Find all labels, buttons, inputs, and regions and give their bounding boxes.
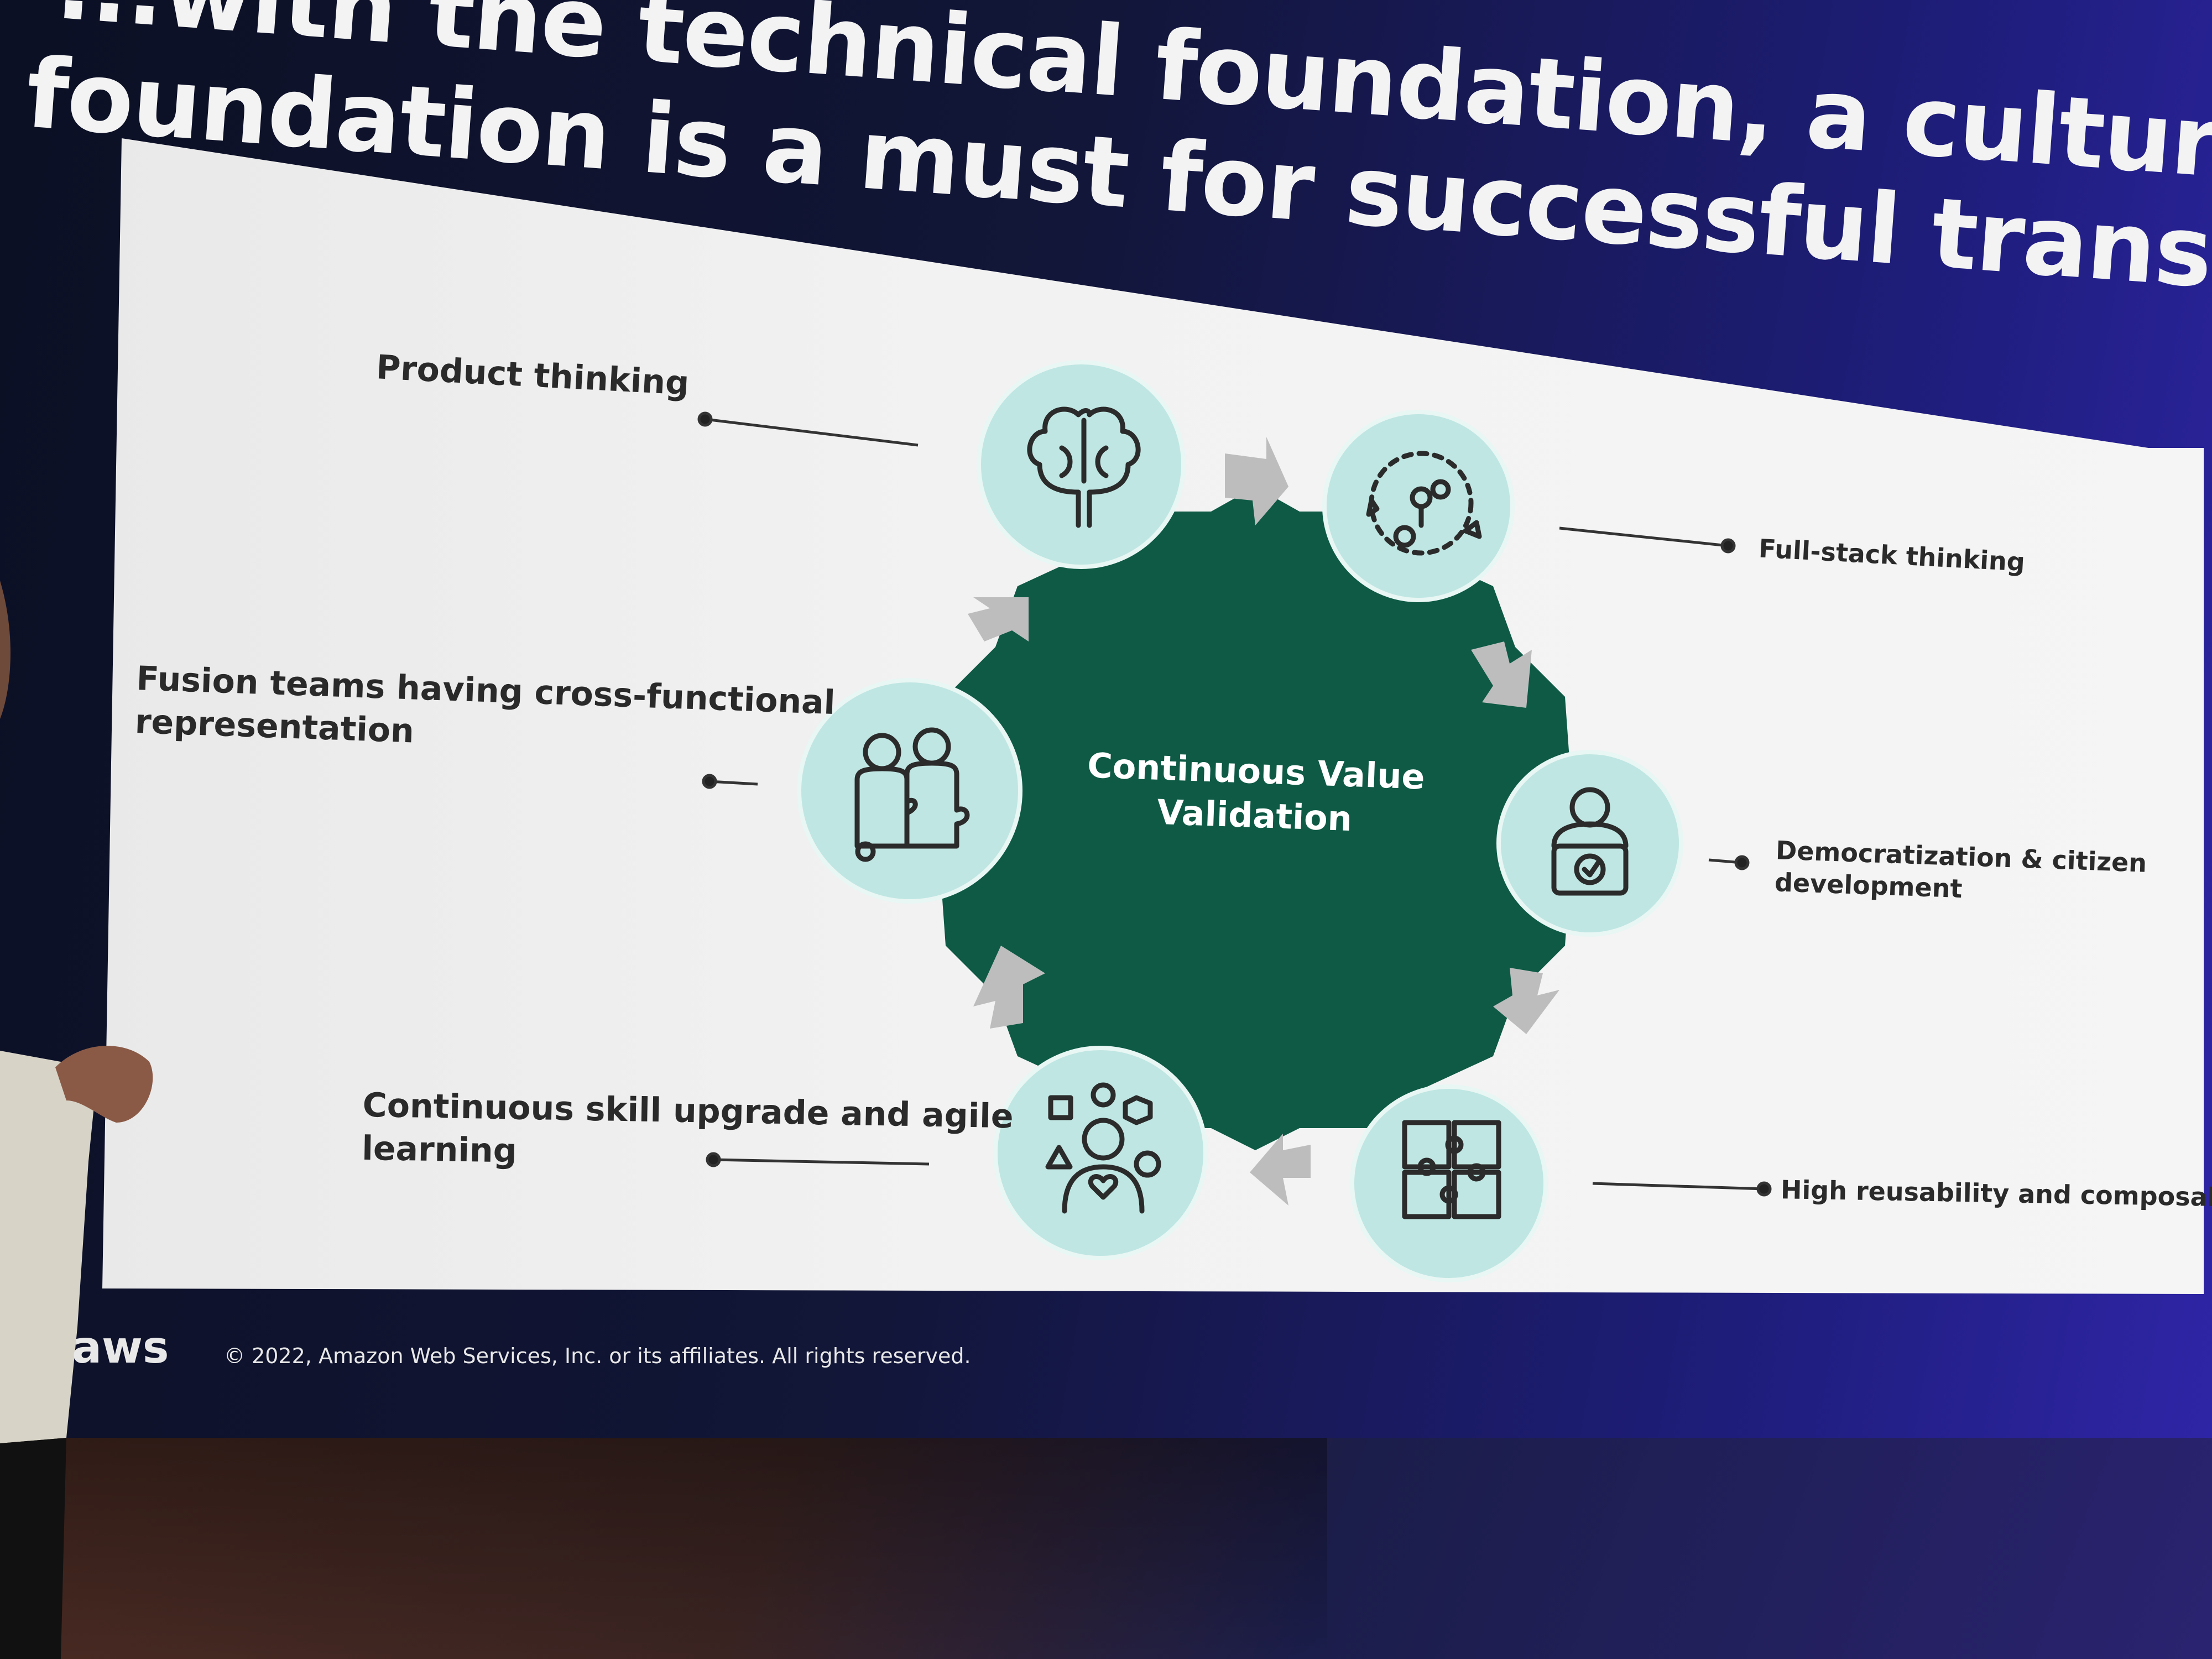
leader-dot-product-thinking (697, 411, 713, 427)
person-with-screen-icon (1551, 787, 1629, 896)
label-democratization: Democratization & citizen development (1774, 834, 2147, 911)
node-circle-democratization (1496, 750, 1683, 937)
node-circle-skill-upgrade (993, 1046, 1208, 1260)
leader-dot-democratization (1734, 855, 1750, 870)
arrow-lower-left (973, 946, 1045, 1029)
people-puzzle-icon (854, 727, 970, 862)
center-label: Continuous Value Validation (1082, 743, 1428, 844)
brain-icon (1027, 406, 1141, 528)
leader-line-skill-upgrade (713, 1158, 930, 1166)
stage-floor (0, 1438, 2212, 1659)
arrow-lower-right (1493, 968, 1559, 1034)
puzzle-grid-icon (1402, 1120, 1501, 1219)
presenter (0, 581, 153, 1659)
stage-floor-shadow (0, 1438, 1327, 1659)
node-circle-fusion-teams (797, 678, 1022, 904)
arrow-top (1225, 437, 1288, 525)
arrow-upper-right (1471, 641, 1532, 708)
label-skill-upgrade: Continuous skill upgrade and agile learn… (362, 1084, 1014, 1182)
leader-line-reusability (1592, 1182, 1765, 1191)
stack-cycle-icon (1366, 451, 1482, 556)
leader-line-full-stack (1559, 526, 1729, 547)
aws-logo: aws (72, 1322, 169, 1373)
leader-dot-reusability (1756, 1181, 1772, 1197)
leader-line-fusion-teams (709, 780, 758, 786)
leader-dot-skill-upgrade (706, 1152, 721, 1167)
arrow-bottom (1250, 1134, 1311, 1206)
leader-dot-full-stack (1720, 538, 1736, 554)
person-with-shapes-icon (1045, 1082, 1161, 1214)
leader-dot-fusion-teams (702, 774, 717, 789)
leader-line-product-thinking (705, 418, 919, 447)
node-circle-product-thinking (977, 360, 1186, 569)
arrow-upper-left (968, 597, 1029, 641)
center-gear (924, 487, 1587, 1150)
copyright-footer: © 2022, Amazon Web Services, Inc. or its… (224, 1344, 971, 1368)
